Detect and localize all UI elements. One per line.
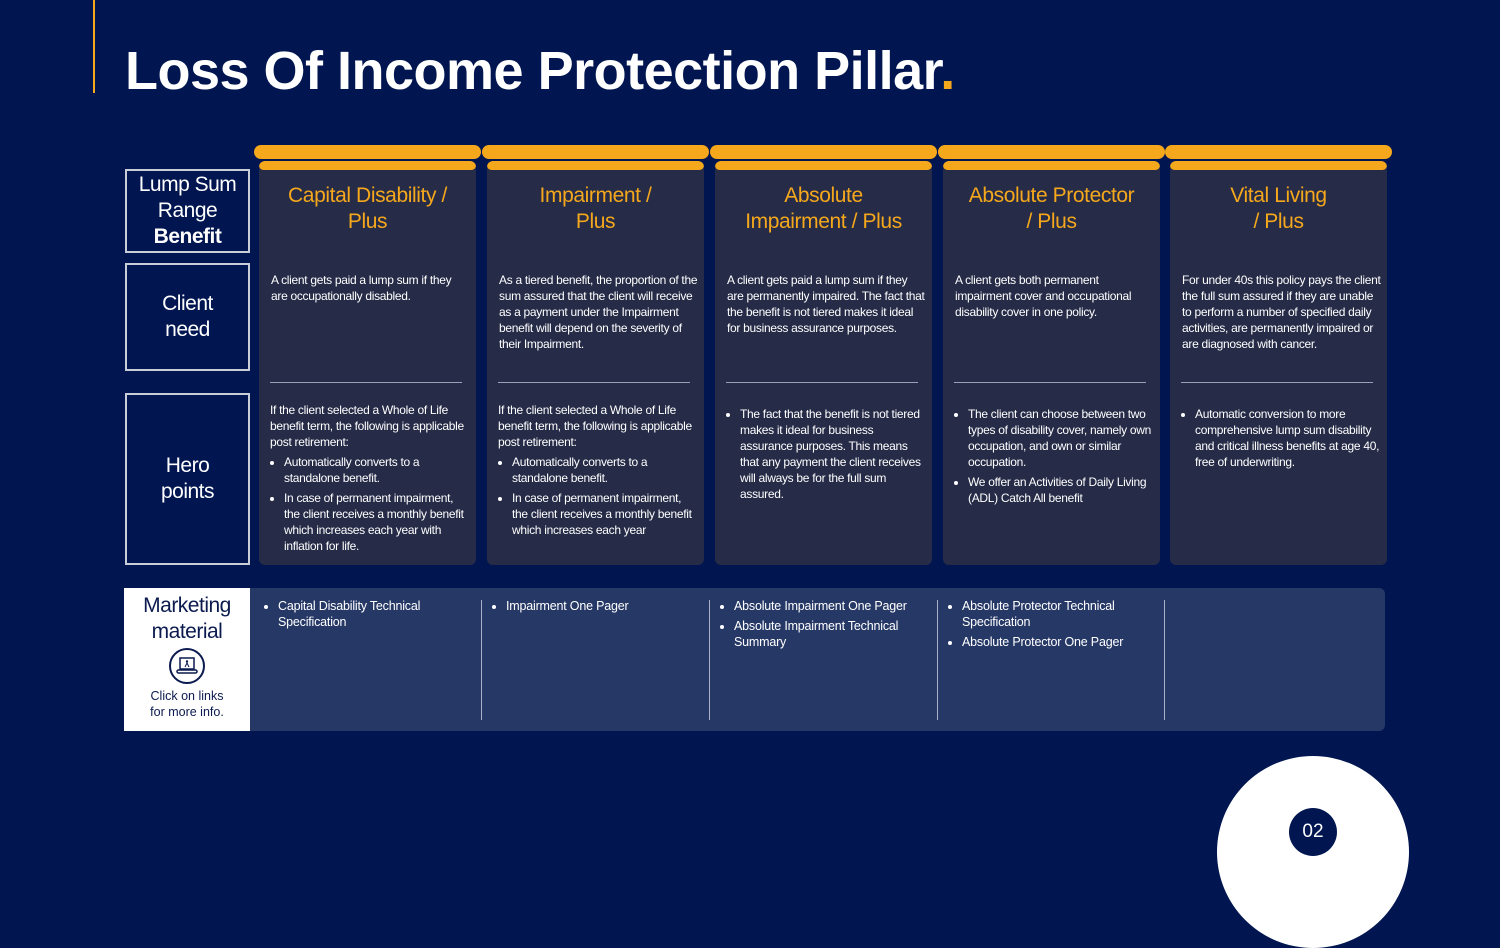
column-separator: [937, 600, 938, 720]
label-line: material: [151, 620, 223, 643]
hero-points: The fact that the benefit is not tiered …: [726, 402, 926, 506]
marketing-column: Absolute Protector Technical Specificati…: [948, 598, 1158, 654]
hero-list: The client can choose between two types …: [954, 406, 1154, 506]
product-name-line: Absolute: [784, 184, 863, 207]
hero-list: Automatic conversion to more comprehensi…: [1181, 406, 1381, 470]
product-name-line: / Plus: [1253, 210, 1304, 233]
hero-point: In case of permanent impairment, the cli…: [284, 490, 470, 554]
product-name-line: Plus: [347, 210, 388, 233]
product-name: Vital Living / Plus: [1176, 183, 1381, 253]
divider: [1181, 382, 1373, 383]
card-bar: [259, 161, 476, 170]
title-dot: .: [940, 41, 955, 101]
column-top-bar: [482, 145, 709, 159]
marketing-link[interactable]: Absolute Impairment Technical Summary: [734, 618, 930, 650]
hero-points: If the client selected a Whole of Life b…: [270, 402, 470, 558]
client-need-text: For under 40s this policy pays the clien…: [1182, 273, 1381, 351]
column-top-bar: [938, 145, 1165, 159]
column-separator: [709, 600, 710, 720]
product-name-line: Impairment /: [539, 184, 652, 207]
marketing-column: Absolute Impairment One PagerAbsolute Im…: [720, 598, 930, 654]
marketing-links-panel: Capital Disability Technical Specificati…: [250, 588, 1385, 731]
hero-list: The fact that the benefit is not tiered …: [726, 406, 926, 502]
product-card: Impairment / Plus As a tiered benefit, th…: [487, 161, 704, 565]
product-name-line: / Plus: [1026, 210, 1077, 233]
label-line: points: [160, 480, 215, 503]
product-card: Vital Living / Plus For under 40s this po…: [1170, 161, 1387, 565]
column-top-bar: [1165, 145, 1392, 159]
client-need-text: A client gets paid a lump sum if they ar…: [271, 273, 452, 303]
accent-line: [93, 0, 95, 93]
marketing-link[interactable]: Absolute Protector One Pager: [962, 634, 1158, 650]
hero-point: The fact that the benefit is not tiered …: [740, 406, 926, 502]
hero-list: Automatically converts to a standalone b…: [498, 454, 698, 538]
label-line: Client: [162, 292, 213, 315]
card-bar: [1170, 161, 1387, 170]
row-label-benefit: Lump Sum Range Benefit: [125, 169, 250, 253]
product-name: Capital Disability / Plus: [265, 183, 470, 253]
laptop-icon: [169, 648, 205, 684]
client-need-text: A client gets paid a lump sum if they ar…: [727, 273, 925, 335]
label-line: Lump Sum: [138, 173, 237, 196]
hero-intro: If the client selected a Whole of Life b…: [270, 403, 464, 449]
product-name-line: Absolute Protector: [968, 184, 1135, 207]
page-number: 02: [1289, 808, 1337, 856]
column-separator: [481, 600, 482, 720]
card-bar: [487, 161, 704, 170]
product-card: Absolute Protector / Plus A client gets b…: [943, 161, 1160, 565]
column-separator: [1164, 600, 1165, 720]
divider: [954, 382, 1146, 383]
card-bar: [943, 161, 1160, 170]
label-line: Hero: [165, 454, 210, 477]
title-text: Loss Of Income Protection Pillar: [125, 41, 941, 101]
hero-intro: If the client selected a Whole of Life b…: [498, 403, 692, 449]
divider: [726, 382, 918, 383]
hero-points: Automatic conversion to more comprehensi…: [1181, 402, 1381, 474]
hero-point: The client can choose between two types …: [968, 406, 1154, 470]
marketing-link[interactable]: Impairment One Pager: [506, 598, 702, 614]
product-name-line: Vital Living: [1230, 184, 1327, 207]
product-name: Impairment / Plus: [493, 183, 698, 253]
product-name-line: Plus: [575, 210, 616, 233]
client-need-text: As a tiered benefit, the proportion of t…: [499, 273, 698, 351]
product-name-line: Impairment / Plus: [745, 210, 902, 233]
hero-point: Automatically converts to a standalone b…: [284, 454, 470, 486]
divider: [270, 382, 462, 383]
label-line: Benefit: [153, 225, 222, 248]
label-line: for more info.: [150, 705, 224, 719]
hero-points: If the client selected a Whole of Life b…: [498, 402, 698, 542]
hero-point: Automatic conversion to more comprehensi…: [1195, 406, 1381, 470]
card-bar: [715, 161, 932, 170]
label-line: need: [165, 318, 210, 341]
row-label-client-need: Client need: [125, 263, 250, 371]
hero-list: Automatically converts to a standalone b…: [270, 454, 470, 554]
page-title: Loss Of Income Protection Pillar.: [125, 40, 955, 102]
hero-point: We offer an Activities of Daily Living (…: [968, 474, 1154, 506]
hero-point: Automatically converts to a standalone b…: [512, 454, 698, 486]
product-name: Absolute Protector / Plus: [949, 183, 1154, 253]
column-top-bar: [710, 145, 937, 159]
hero-points: The client can choose between two types …: [954, 402, 1154, 510]
column-top-bar: [254, 145, 481, 159]
marketing-material-label: Marketing material Click on links for more…: [124, 588, 250, 731]
divider: [498, 382, 690, 383]
marketing-column: Impairment One Pager: [492, 598, 702, 618]
label-line: Marketing: [143, 594, 231, 617]
marketing-link[interactable]: Absolute Protector Technical Specificati…: [962, 598, 1158, 630]
marketing-column: Capital Disability Technical Specificati…: [264, 598, 474, 634]
client-need-text: A client gets both permanent impairment …: [955, 273, 1132, 319]
product-card: Capital Disability / Plus A client gets p…: [259, 161, 476, 565]
product-name-line: Capital Disability /: [288, 184, 447, 207]
row-label-hero-points: Hero points: [125, 393, 250, 565]
hero-point: In case of permanent impairment, the cli…: [512, 490, 698, 538]
marketing-link[interactable]: Absolute Impairment One Pager: [734, 598, 930, 614]
marketing-link[interactable]: Capital Disability Technical Specificati…: [278, 598, 474, 630]
label-line: Click on links: [150, 689, 224, 703]
label-line: Range: [157, 199, 218, 222]
